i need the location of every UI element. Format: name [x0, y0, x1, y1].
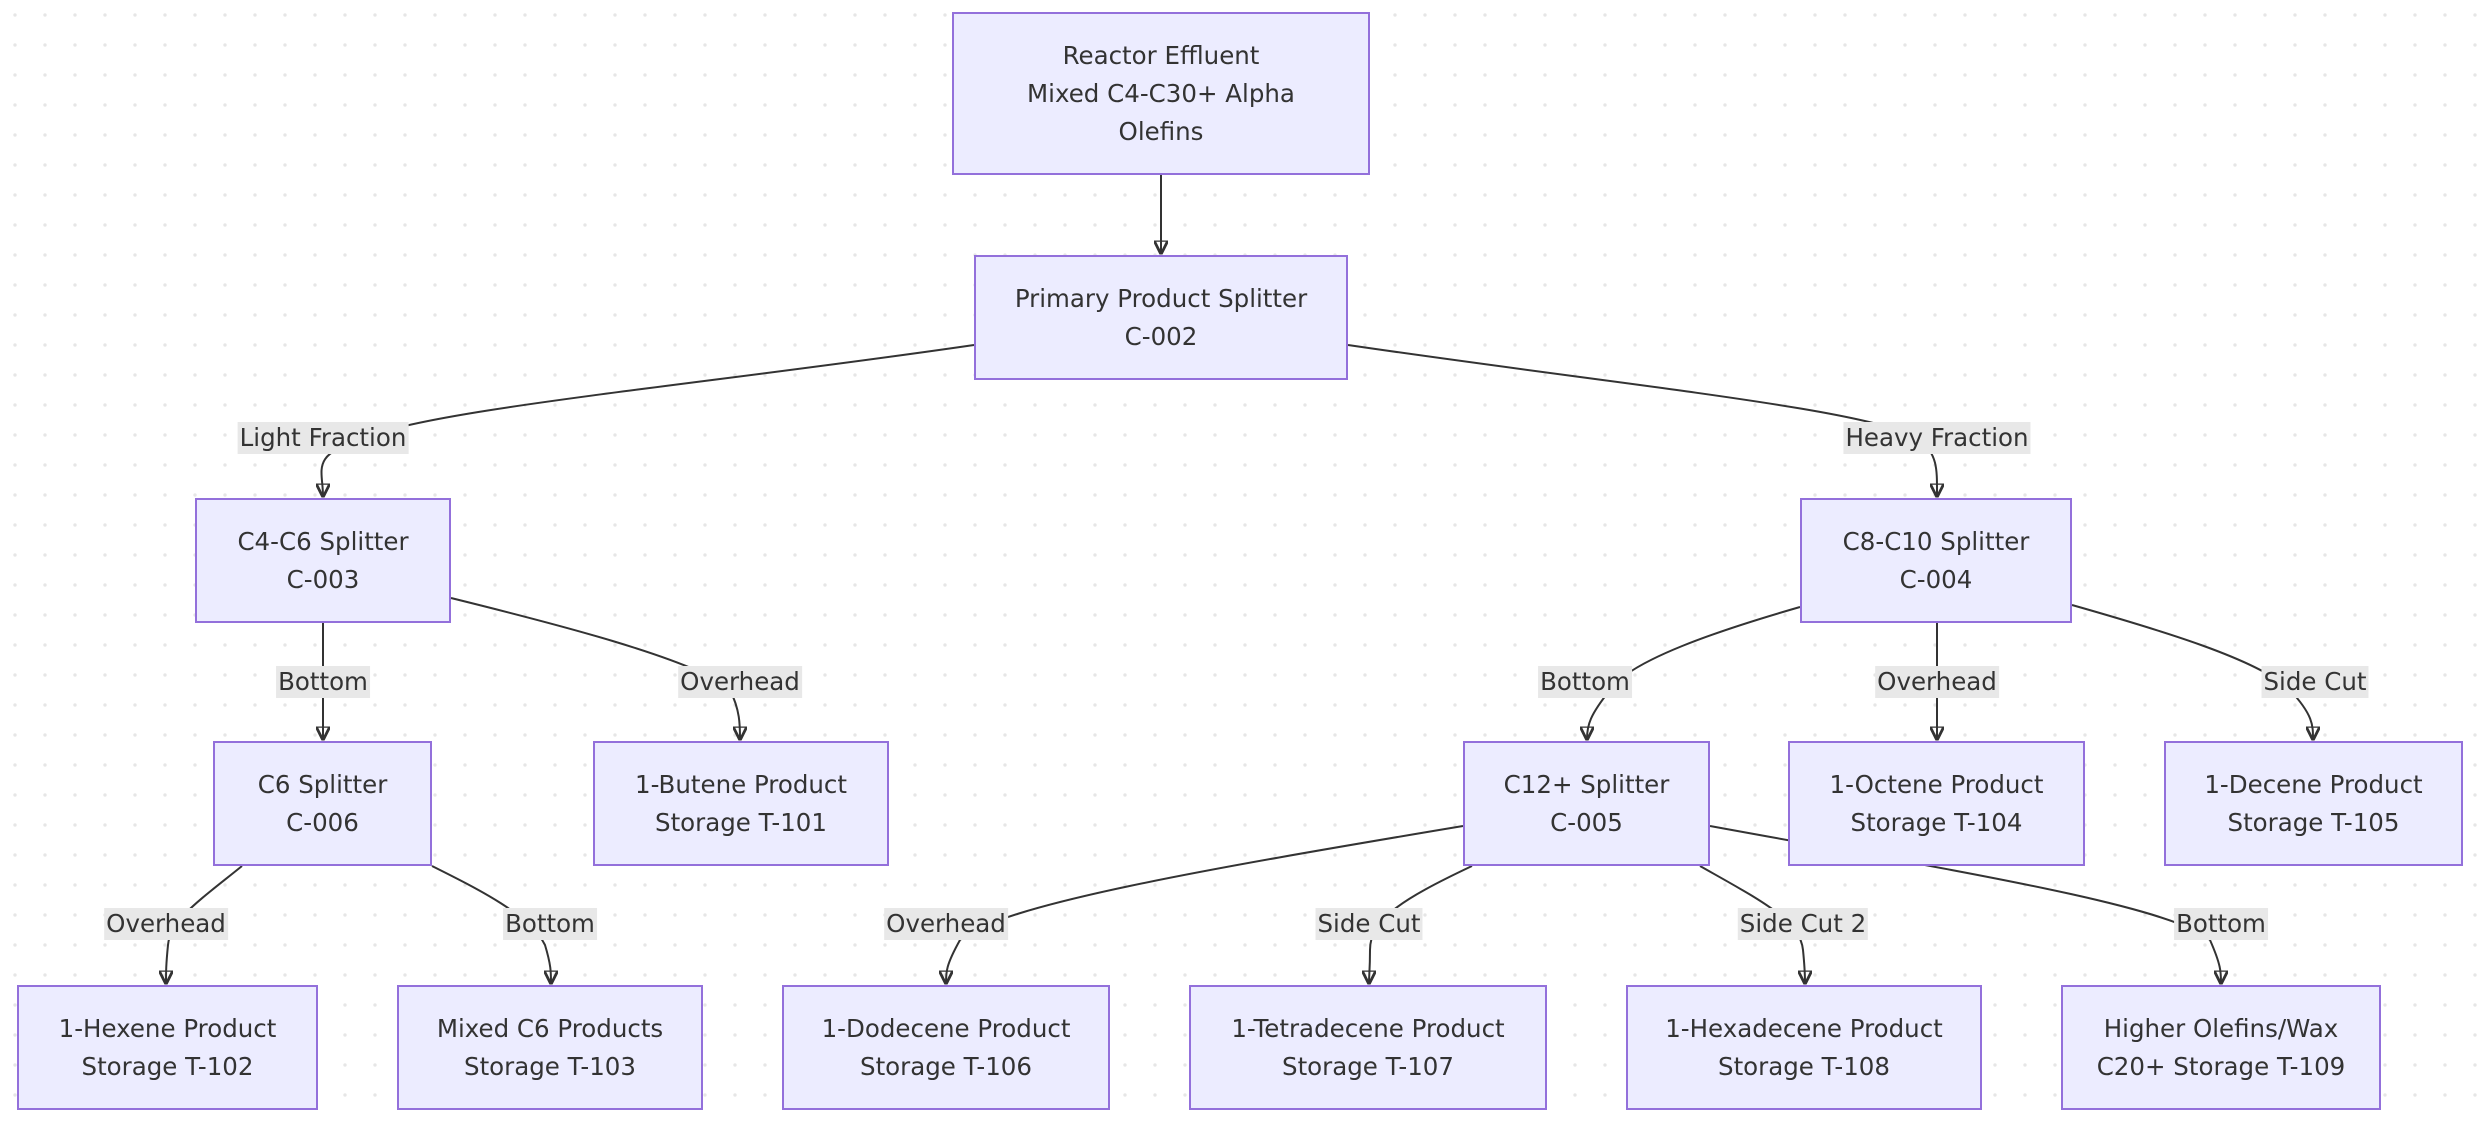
node-text-line: C6 Splitter	[257, 769, 388, 799]
node-text-line: Higher Olefins/Wax	[2103, 1013, 2339, 1043]
edge-label-c005-bottom: Bottom	[2174, 908, 2268, 940]
node-c6-splitter[interactable]: C6 Splitter C-006	[213, 741, 432, 866]
edge-c005-to-t107	[1369, 865, 1473, 983]
node-text-line: 1-Octene Product	[1829, 769, 2044, 799]
node-c4-c6-splitter[interactable]: C4-C6 Splitter C-003	[195, 498, 451, 623]
edge-label-c005-side-cut-2: Side Cut 2	[1737, 908, 1869, 940]
node-c12-splitter[interactable]: C12+ Splitter C-005	[1463, 741, 1710, 866]
edge-c005-to-t106	[946, 825, 1464, 983]
node-c8-c10-splitter[interactable]: C8-C10 Splitter C-004	[1800, 498, 2072, 623]
node-text-line: C-005	[1550, 807, 1623, 837]
node-dodecene-storage[interactable]: 1-Dodecene Product Storage T-106	[782, 985, 1110, 1110]
edge-label-c006-overhead: Overhead	[104, 908, 228, 940]
node-primary-product-splitter[interactable]: Primary Product Splitter C-002	[974, 255, 1348, 380]
node-text-line: Storage T-103	[464, 1051, 636, 1081]
node-text-line: C12+ Splitter	[1503, 769, 1670, 799]
edge-label-heavy-fraction: Heavy Fraction	[1843, 422, 2031, 454]
edge-c002-to-c003	[321, 344, 975, 496]
node-reactor-effluent[interactable]: Reactor Effluent Mixed C4-C30+ Alpha Ole…	[952, 12, 1370, 175]
node-text-line: C8-C10 Splitter	[1842, 526, 2030, 556]
node-hexadecene-storage[interactable]: 1-Hexadecene Product Storage T-108	[1626, 985, 1982, 1110]
node-text-line: C-006	[286, 807, 359, 837]
node-text-line: 1-Hexene Product	[58, 1013, 277, 1043]
node-text-line: C-004	[1899, 564, 1973, 594]
node-text-line: 1-Dodecene Product	[821, 1013, 1071, 1043]
node-text-line: 1-Butene Product	[635, 769, 847, 799]
edge-label-c003-bottom: Bottom	[276, 666, 370, 698]
node-tetradecene-storage[interactable]: 1-Tetradecene Product Storage T-107	[1189, 985, 1547, 1110]
node-text-line: C4-C6 Splitter	[237, 526, 409, 556]
node-text-line: Mixed C6 Products	[436, 1013, 664, 1043]
node-text-line: Storage T-104	[1850, 807, 2023, 837]
node-mixed-c6-storage[interactable]: Mixed C6 Products Storage T-103	[397, 985, 703, 1110]
node-octene-storage[interactable]: 1-Octene Product Storage T-104	[1788, 741, 2085, 866]
node-text-line: Olefins	[1118, 116, 1204, 146]
node-text-line: 1-Tetradecene Product	[1231, 1013, 1505, 1043]
edge-c006-to-t102	[166, 865, 243, 983]
node-hexene-storage[interactable]: 1-Hexene Product Storage T-102	[17, 985, 318, 1110]
edge-label-light-fraction: Light Fraction	[237, 422, 409, 454]
edge-label-c004-overhead: Overhead	[1875, 666, 1999, 698]
node-text-line: Storage T-108	[1718, 1051, 1890, 1081]
edge-label-c004-side-cut: Side Cut	[2261, 666, 2369, 698]
node-text-line: Reactor Effluent	[1062, 40, 1260, 70]
node-text-line: 1-Hexadecene Product	[1665, 1013, 1943, 1043]
node-decene-storage[interactable]: 1-Decene Product Storage T-105	[2164, 741, 2463, 866]
edge-label-c003-overhead: Overhead	[678, 666, 802, 698]
node-text-line: C-002	[1124, 321, 1198, 351]
node-text-line: 1-Decene Product	[2204, 769, 2423, 799]
edge-label-c005-side-cut: Side Cut	[1315, 908, 1423, 940]
node-higher-olefins-storage[interactable]: Higher Olefins/Wax C20+ Storage T-109	[2061, 985, 2381, 1110]
node-butene-storage[interactable]: 1-Butene Product Storage T-101	[593, 741, 889, 866]
node-text-line: C-003	[286, 564, 360, 594]
edge-label-c004-bottom: Bottom	[1538, 666, 1632, 698]
node-text-line: Primary Product Splitter	[1014, 283, 1308, 313]
node-text-line: C20+ Storage T-109	[2096, 1051, 2346, 1081]
edge-c002-to-c004	[1347, 344, 1937, 496]
node-text-line: Storage T-105	[2227, 807, 2400, 837]
node-text-line: Mixed C4-C30+ Alpha	[1027, 78, 1295, 108]
node-text-line: Storage T-107	[1282, 1051, 1454, 1081]
edge-c005-to-t108	[1699, 865, 1805, 983]
edge-label-c005-overhead: Overhead	[884, 908, 1008, 940]
node-text-line: Storage T-102	[81, 1051, 254, 1081]
node-text-line: Storage T-106	[860, 1051, 1032, 1081]
edge-label-c006-bottom: Bottom	[503, 908, 597, 940]
node-text-line: Storage T-101	[655, 807, 827, 837]
